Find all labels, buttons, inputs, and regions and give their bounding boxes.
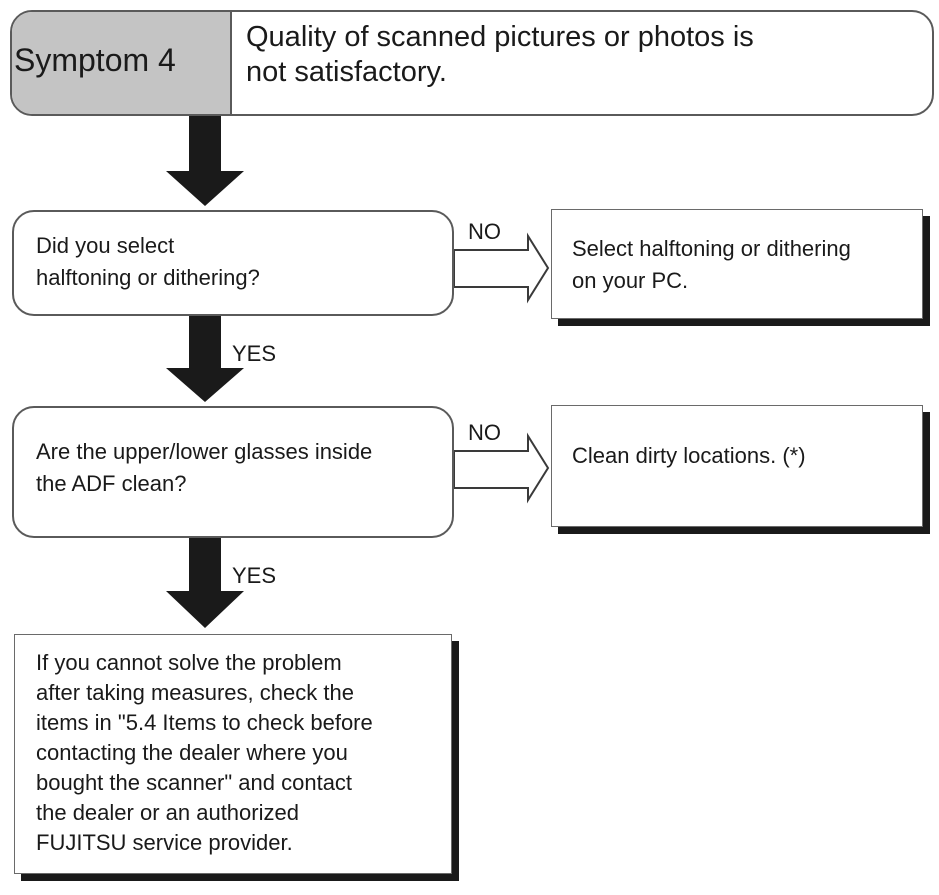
symptom-tag: Symptom 4	[14, 42, 176, 78]
yes-label-1: YES	[232, 341, 277, 366]
down-arrow-yes-1	[166, 316, 244, 402]
final-text: If you cannot solve the problem after ta…	[36, 650, 373, 855]
symptom-tag-cell	[12, 12, 232, 114]
decision-2-text: Are the upper/lower glasses inside the A…	[36, 439, 373, 496]
action-1-text: Select halftoning or dithering on your P…	[572, 236, 851, 293]
symptom-title: Quality of scanned pictures or photos is…	[246, 21, 754, 88]
down-arrow-1	[166, 116, 244, 206]
decision-1-text: Did you select halftoning or dithering?	[36, 233, 260, 290]
action-box-1	[551, 209, 923, 319]
down-arrow-yes-2	[166, 538, 244, 628]
right-arrow-no-1	[453, 232, 550, 304]
decision-box-1	[12, 210, 454, 316]
no-label-2: NO	[468, 420, 501, 445]
no-label-1: NO	[468, 219, 501, 244]
right-arrow-no-2	[453, 432, 550, 504]
action-box-2	[551, 405, 923, 527]
yes-label-2: YES	[232, 563, 277, 588]
decision-box-2	[12, 406, 454, 538]
final-box	[14, 634, 452, 874]
action-2-text: Clean dirty locations. (*)	[572, 443, 806, 468]
symptom-header	[10, 10, 934, 116]
